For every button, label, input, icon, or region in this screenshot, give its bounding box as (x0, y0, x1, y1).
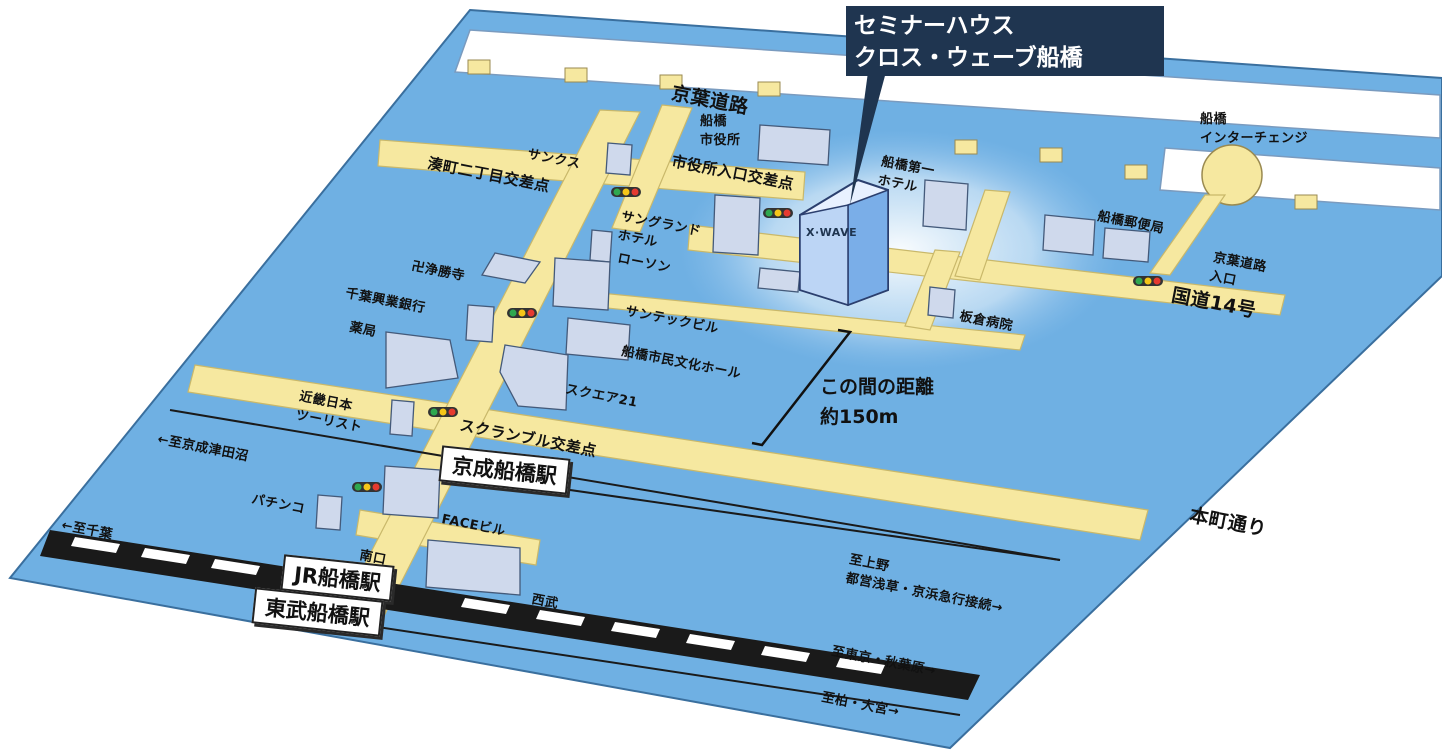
highway-pillars (467, 59, 1318, 210)
distance-bracket (751, 328, 853, 447)
callout-pointer (850, 72, 886, 205)
label-city-hall: 船橋 市役所 (700, 114, 741, 148)
buildings (315, 124, 1151, 596)
interchange-circle (1201, 144, 1263, 206)
destination-callout: セミナーハウス クロス・ウェーブ船橋 (846, 6, 1164, 76)
callout-line-1: セミナーハウス (854, 13, 1015, 39)
city-hall-building (757, 124, 831, 166)
traffic-lights (352, 187, 1163, 492)
distance-value: 約150m (820, 406, 899, 428)
railways (40, 409, 1061, 716)
distance-label: この間の距離 (820, 376, 935, 398)
label-interchange: 船橋 インターチェンジ (1200, 112, 1309, 146)
callout-line-2: クロス・ウェーブ船橋 (854, 45, 1083, 71)
cross-wave-building (799, 178, 889, 307)
building-sign: X·WAVE (806, 226, 858, 239)
